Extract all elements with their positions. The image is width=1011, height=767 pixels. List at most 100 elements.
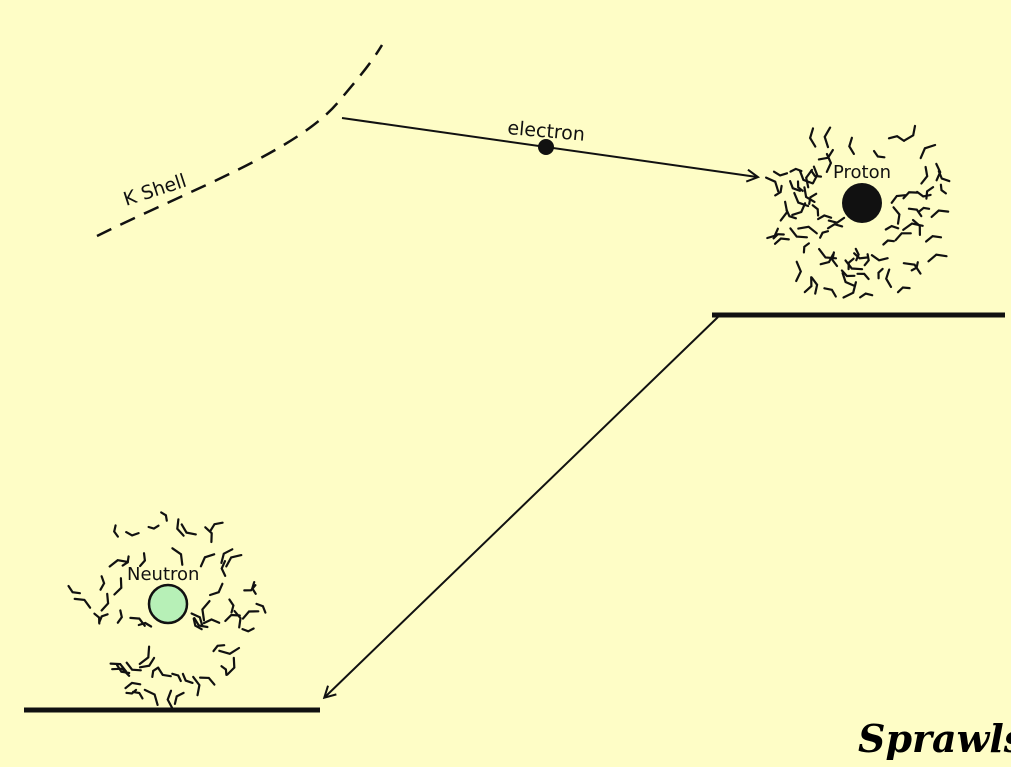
cloud-squiggle [220, 665, 228, 676]
cloud-squiggle [902, 222, 924, 231]
cloud-squiggle [190, 612, 204, 628]
cloud-squiggle [173, 691, 185, 705]
cloud-squiggle [67, 584, 81, 595]
cloud-squiggle [847, 257, 855, 271]
cloud-squiggle [803, 186, 816, 203]
cloud-squiggle [171, 672, 182, 683]
cloud-squiggle [892, 206, 901, 225]
cloud-squiggle [125, 661, 142, 672]
cloud-squiggle [108, 559, 129, 568]
cloud-squiggle [225, 554, 243, 568]
cloud-squiggle [817, 214, 833, 221]
cloud-squiggle [795, 260, 803, 283]
k-shell-arc [96, 44, 384, 238]
cloud-squiggle [772, 170, 789, 177]
proton-nucleus-cloud [765, 124, 951, 299]
cloud-squiggle [204, 526, 213, 544]
cloud-squiggle [99, 575, 106, 591]
cloud-squiggle [808, 127, 817, 148]
cloud-squiggle [823, 126, 832, 149]
cloud-squiggle [243, 584, 257, 592]
cloud-squiggle [870, 254, 889, 262]
neutron-core [147, 583, 189, 625]
cloud-squiggle [125, 688, 138, 695]
cloud-squiggle [228, 598, 235, 614]
cloud-squiggle [151, 666, 160, 678]
cloud-squiggle [894, 232, 912, 242]
cloud-squiggle [859, 292, 874, 299]
cloud-squiggle [220, 560, 227, 577]
cloud-squiggle [218, 646, 241, 655]
cloud-squiggle [209, 521, 224, 533]
cloud-squiggle [138, 656, 156, 669]
cloud-squiggle [113, 524, 119, 538]
cloud-squiggle [143, 688, 159, 706]
cloud-squiggle [882, 239, 895, 246]
cloud-squiggle [113, 577, 123, 596]
cloud-squiggle [181, 672, 194, 684]
cloud-squiggle [192, 617, 203, 631]
proton-core [842, 183, 882, 223]
cloud-squiggle [925, 186, 935, 200]
cloud-squiggle [939, 183, 947, 195]
k-shell-label: K Shell [121, 170, 189, 211]
cloud-squiggle [853, 252, 869, 260]
cloud-squiggle [147, 524, 160, 530]
cloud-squiggle [772, 233, 785, 240]
cloud-squiggle [789, 227, 808, 239]
cloud-squiggle [825, 152, 833, 173]
cloud-squiggle [121, 555, 130, 567]
cloud-squiggle [138, 645, 151, 666]
cloud-squiggle [902, 191, 919, 200]
cloud-squiggle [916, 190, 932, 198]
cloud-squiggle [137, 621, 153, 628]
cloud-squiggle [823, 287, 837, 298]
cloud-squiggle [116, 609, 123, 624]
cloud-squiggle [109, 662, 128, 673]
cloud-squiggle [927, 253, 948, 263]
cloud-squiggle [774, 184, 783, 197]
cloud-squiggle [930, 209, 950, 218]
cloud-squiggle [93, 612, 101, 625]
cloud-squiggle [779, 200, 789, 222]
cloud-squiggle [193, 617, 209, 629]
cloud-squiggle [884, 268, 893, 288]
cloud-squiggle [100, 592, 110, 612]
cloud-squiggle [808, 192, 818, 205]
neutron-nucleus-cloud [67, 511, 267, 709]
cloud-squiggle [796, 180, 804, 192]
cloud-squiggle [124, 681, 142, 690]
cloud-squiggle [773, 237, 790, 245]
cloud-squiggle [848, 136, 855, 155]
cloud-squiggle [819, 230, 830, 239]
cloud-squiggle [811, 204, 820, 217]
cloud-squiggle [805, 168, 814, 189]
electron-label: electron [507, 117, 586, 146]
cloud-squiggle [73, 597, 92, 609]
cloud-squiggle [98, 613, 109, 624]
cloud-squiggle [171, 547, 184, 566]
cloud-squiggle [798, 169, 814, 185]
transition-arrow [325, 316, 719, 697]
cloud-squiggle [935, 162, 942, 182]
cloud-squiggle [803, 276, 813, 294]
author-signature: Sprawls [858, 716, 1011, 761]
cloud-squiggle [199, 553, 216, 568]
cloud-squiggle [201, 600, 211, 622]
electron-dot [538, 139, 554, 155]
cloud-squiggle [160, 511, 168, 522]
cloud-squiggle [255, 602, 267, 614]
cloud-squiggle [180, 523, 197, 536]
cloud-squiggle [840, 269, 856, 278]
cloud-squiggle [826, 223, 844, 230]
cloud-squiggle [129, 616, 146, 627]
cloud-squiggle [907, 207, 923, 218]
neutron-label: Neutron [127, 564, 199, 585]
cloud-squiggle [226, 656, 236, 676]
cloud-squiggle [902, 262, 922, 275]
cloud-squiggle [212, 644, 226, 653]
cloud-squiggle [877, 267, 884, 280]
cloud-squiggle [765, 176, 780, 193]
cloud-squiggle [789, 180, 802, 192]
cloud-squiggle [872, 149, 886, 159]
